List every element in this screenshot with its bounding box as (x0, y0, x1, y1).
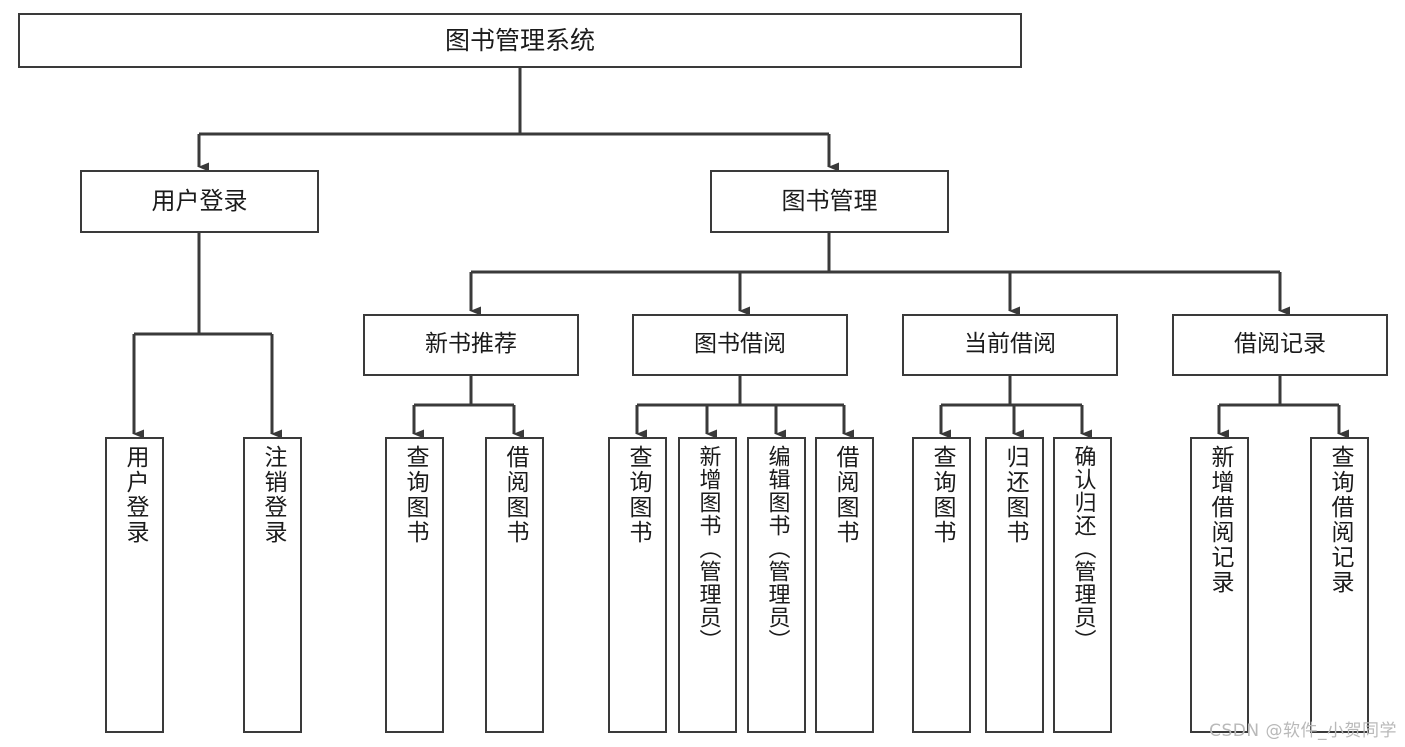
leaf-add-record-label: 新增借阅记录 (1207, 445, 1233, 595)
leaf-edit-book-label: 编辑图书（管理员） (764, 445, 790, 652)
leaf-query-book-1[interactable]: 查询图书 (385, 437, 444, 733)
leaf-confirm-return-label: 确认归还（管理员） (1070, 445, 1096, 652)
leaf-query-book-3[interactable]: 查询图书 (912, 437, 971, 733)
node-user-login-label: 用户登录 (151, 187, 248, 216)
node-book-borrow-label: 图书借阅 (694, 331, 786, 358)
leaf-edit-book[interactable]: 编辑图书（管理员） (747, 437, 806, 733)
leaf-borrow-book-2[interactable]: 借阅图书 (815, 437, 874, 733)
leaf-add-book-label: 新增图书（管理员） (695, 445, 721, 652)
node-book-borrow[interactable]: 图书借阅 (632, 314, 848, 376)
node-user-login[interactable]: 用户登录 (80, 170, 319, 233)
leaf-user-logout[interactable]: 注销登录 (243, 437, 302, 733)
leaf-add-book[interactable]: 新增图书（管理员） (678, 437, 737, 733)
node-current-borrow[interactable]: 当前借阅 (902, 314, 1118, 376)
node-current-borrow-label: 当前借阅 (964, 331, 1056, 358)
node-root-label: 图书管理系统 (444, 25, 595, 55)
leaf-borrow-book-1-label: 借阅图书 (502, 445, 528, 545)
leaf-confirm-return[interactable]: 确认归还（管理员） (1053, 437, 1112, 733)
leaf-query-book-2[interactable]: 查询图书 (608, 437, 667, 733)
leaf-user-login[interactable]: 用户登录 (105, 437, 164, 733)
csdn-watermark: CSDN @软件_小贺同学 (1209, 721, 1397, 741)
leaf-query-book-2-label: 查询图书 (625, 445, 651, 545)
node-new-book-recommend-label: 新书推荐 (425, 331, 517, 358)
leaf-query-book-3-label: 查询图书 (929, 445, 955, 545)
leaf-borrow-book-1[interactable]: 借阅图书 (485, 437, 544, 733)
node-book-manage-label: 图书管理 (781, 187, 878, 216)
leaf-return-book[interactable]: 归还图书 (985, 437, 1044, 733)
leaf-query-record-label: 查询借阅记录 (1327, 445, 1353, 595)
leaf-add-record[interactable]: 新增借阅记录 (1190, 437, 1249, 733)
leaf-borrow-book-2-label: 借阅图书 (832, 445, 858, 545)
node-book-manage[interactable]: 图书管理 (710, 170, 949, 233)
leaf-query-book-1-label: 查询图书 (402, 445, 428, 545)
node-root[interactable]: 图书管理系统 (18, 13, 1022, 68)
node-new-book-recommend[interactable]: 新书推荐 (363, 314, 579, 376)
node-borrow-record-label: 借阅记录 (1234, 331, 1326, 358)
node-borrow-record[interactable]: 借阅记录 (1172, 314, 1388, 376)
leaf-return-book-label: 归还图书 (1002, 445, 1028, 545)
leaf-user-logout-label: 注销登录 (260, 445, 286, 545)
leaf-user-login-label: 用户登录 (122, 445, 148, 545)
leaf-query-record[interactable]: 查询借阅记录 (1310, 437, 1369, 733)
